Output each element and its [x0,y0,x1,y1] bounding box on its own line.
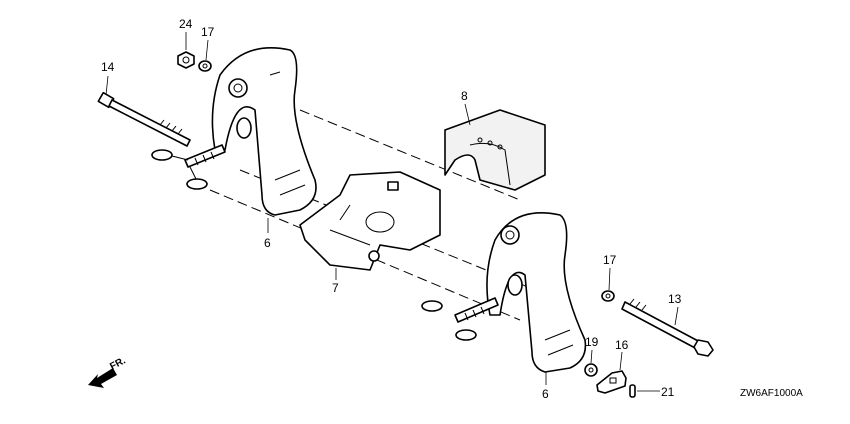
callout-17-right: 17 [603,253,617,267]
alignment-line [299,109,521,201]
pin-21 [629,384,636,398]
bracket-6-left [211,47,317,216]
lever-16 [596,370,627,394]
callout-16: 16 [615,338,629,352]
callout-14: 14 [101,60,115,74]
swivel-case-7 [299,171,441,271]
callout-6-left: 6 [264,236,271,250]
bolt-13 [621,298,714,357]
callout-24: 24 [179,17,193,31]
clamp-screw-left [151,144,226,190]
spacer-8 [444,109,546,191]
drawing-code: ZW6AF1000A [740,388,803,399]
callout-7: 7 [332,281,339,295]
washer-17-right [601,290,615,302]
callout-13: 13 [668,292,682,306]
callout-6-right: 6 [542,387,549,401]
bracket-6-right [486,211,587,373]
front-direction-arrow: FR. [88,355,128,388]
callout-8: 8 [461,89,468,103]
callout-17-top: 17 [201,25,215,39]
washer-17-top [198,60,212,72]
callout-19: 19 [585,335,599,349]
bolt-14 [97,91,191,147]
nut-24 [177,51,195,69]
nut-19 [584,363,598,377]
front-label: FR. [108,355,128,372]
clamp-screw-right [421,297,499,341]
callout-21: 21 [661,385,675,399]
